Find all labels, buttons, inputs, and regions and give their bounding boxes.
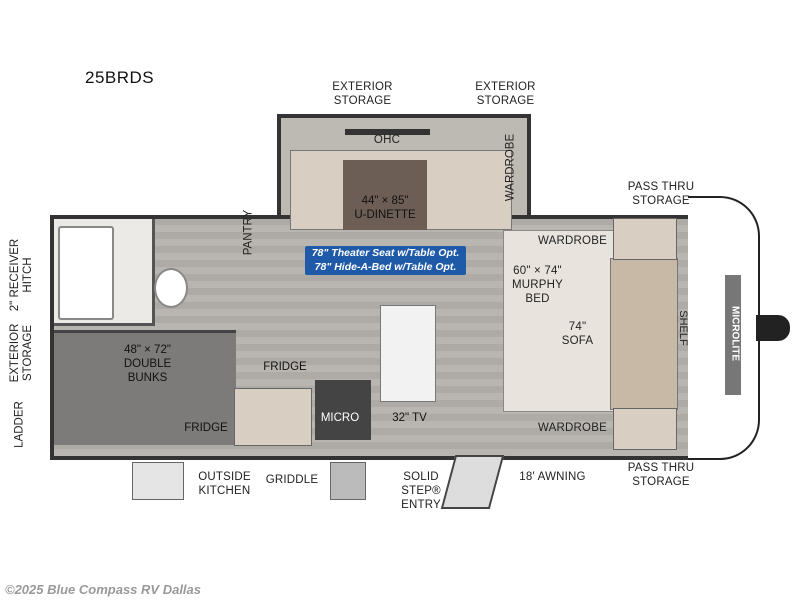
bunks-size-label: 48" × 72" (124, 344, 171, 356)
bunk-area (54, 330, 236, 445)
ladder-label: LADDER (13, 401, 26, 448)
outside-kitchen-cooktop (132, 462, 184, 500)
sofa-label: SOFA (561, 335, 594, 347)
dinette-label: U-DINETTE (354, 209, 416, 221)
pass-thru-storage-label: PASS THRU STORAGE (627, 462, 695, 488)
copyright: ©2025 Blue Compass RV Dallas (5, 582, 201, 597)
awning-label: 18' AWNING (519, 471, 586, 483)
toilet (154, 268, 188, 308)
option-banner: 78" Theater Seat w/Table Opt. 78" Hide-A… (305, 246, 466, 275)
hitch (756, 315, 790, 341)
pass-thru-storage-label: PASS THRU STORAGE (627, 181, 695, 207)
wardrobe-top-label: WARDROBE (538, 235, 607, 247)
griddle-label: GRIDDLE (265, 474, 319, 486)
wardrobe-bottom (613, 408, 677, 450)
bunks-label: DOUBLE BUNKS (123, 358, 172, 384)
pantry-label: PANTRY (242, 209, 255, 256)
murphy-label: MURPHY BED (511, 279, 564, 305)
exterior-storage-label: EXTERIOR STORAGE (332, 81, 393, 107)
kitchen-island (380, 305, 436, 402)
option-line-2: 78" Hide-A-Bed w/Table Opt. (314, 261, 457, 273)
sofa (610, 258, 678, 410)
wardrobe-slide-label: WARDROBE (504, 133, 517, 202)
dinette-size-label: 44" × 85" (361, 195, 409, 207)
sofa-size-label: 74" (568, 321, 587, 333)
model-name: 25BRDS (85, 68, 155, 87)
front-cap (688, 196, 760, 460)
tv-label: 32" TV (392, 412, 427, 424)
murphy-bed (503, 230, 615, 412)
shower-tub (58, 226, 114, 320)
fridge-label: FRIDGE (263, 361, 307, 373)
griddle-unit (330, 462, 366, 500)
exterior-storage-side-label: EXTERIOR STORAGE (9, 323, 34, 383)
solid-step-label: SOLID STEP® ENTRY (401, 471, 441, 511)
dinette-table (343, 160, 427, 230)
wardrobe-top (613, 218, 677, 260)
stove (315, 380, 371, 440)
ohc-label: OHC (373, 134, 401, 146)
fridge-label: FRIDGE (184, 422, 228, 434)
shelf-label: SHELF (677, 310, 689, 346)
ohc-cabinet (345, 129, 430, 135)
entry-step (440, 455, 505, 509)
brand-logo (725, 275, 741, 395)
wardrobe-bottom-label: WARDROBE (538, 422, 607, 434)
receiver-hitch-label: 2" RECEIVER HITCH (9, 238, 34, 312)
option-line-1: 78" Theater Seat w/Table Opt. (311, 247, 460, 259)
fridge-cabinet (234, 388, 312, 446)
micro-label: MICRO (320, 412, 360, 424)
murphy-size-label: 60" × 74" (513, 265, 562, 277)
brand-logo-text: MICROLITE (729, 306, 741, 361)
exterior-storage-label: EXTERIOR STORAGE (475, 81, 536, 107)
outside-kitchen-label: OUTSIDE KITCHEN (198, 471, 251, 497)
